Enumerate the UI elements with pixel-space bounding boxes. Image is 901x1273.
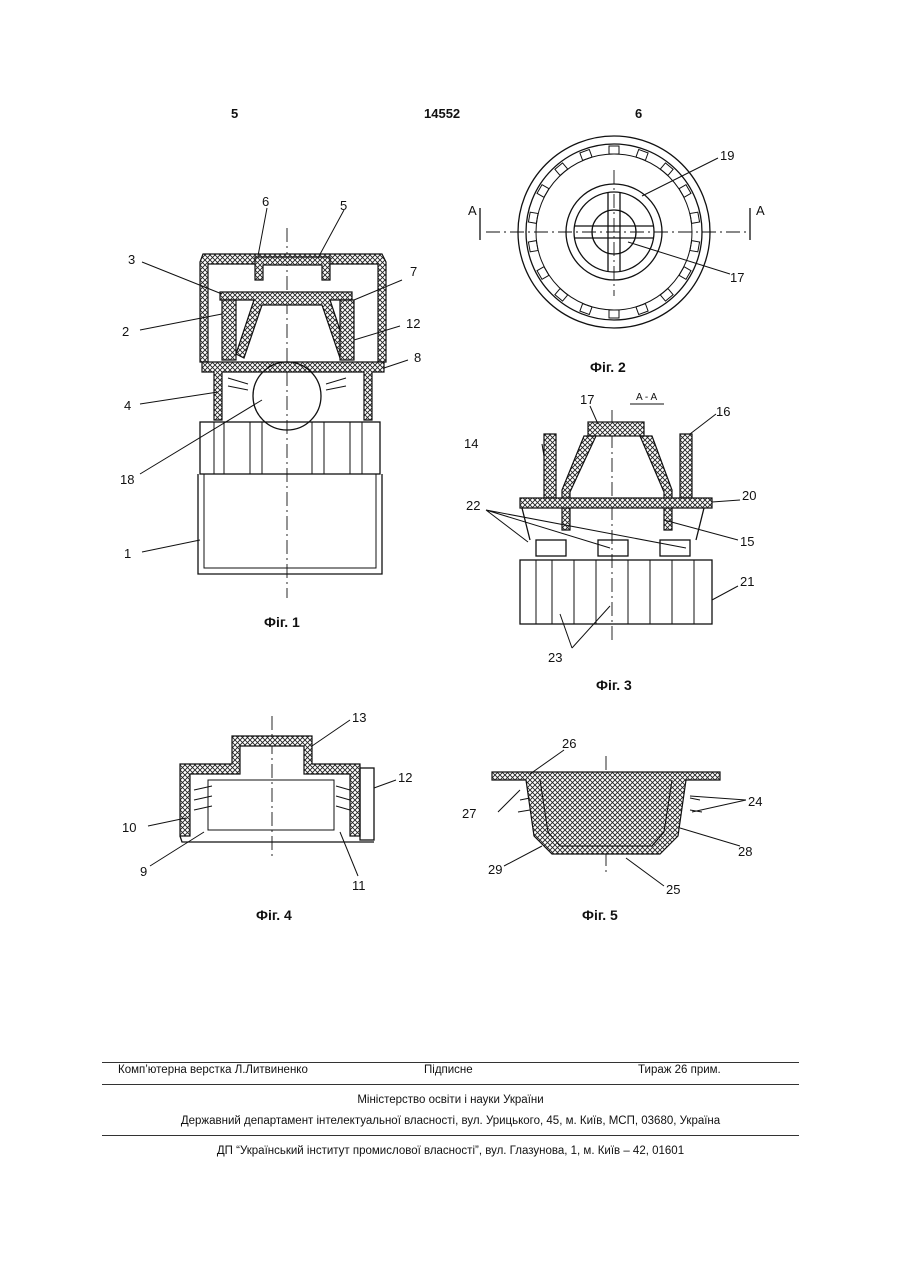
fig5-label-26: 26 — [562, 736, 576, 751]
patent-drawings: 6 5 3 7 2 12 8 4 18 1 Фіг. 1 A A 19 17 Ф… — [0, 0, 901, 1000]
fig3-label-15: 15 — [740, 534, 754, 549]
fig5-caption: Фіг. 5 — [582, 907, 618, 923]
fig2-label-17: 17 — [730, 270, 744, 285]
fig2-ring-tooth — [636, 149, 648, 160]
fig2-ring-tooth — [528, 241, 538, 252]
fig2-ring-tooth — [609, 310, 619, 318]
fig5-label-29: 29 — [488, 862, 502, 877]
fig5-label-24: 24 — [748, 794, 762, 809]
footer-signed: Підписне — [424, 1064, 473, 1076]
fig4-caption: Фіг. 4 — [256, 907, 292, 923]
fig3-label-14: 14 — [464, 436, 478, 451]
fig5-label-28: 28 — [738, 844, 752, 859]
fig2-ring-tooth — [636, 304, 648, 315]
fig1-label-5: 5 — [340, 198, 347, 213]
fig2-ring-tooth — [690, 241, 700, 252]
footer-rule-bottom — [102, 1135, 799, 1136]
fig1-label-7: 7 — [410, 264, 417, 279]
fig2-ring-tooth — [609, 146, 619, 154]
fig2-ring-tooth — [580, 304, 592, 315]
fig1-label-1: 1 — [124, 546, 131, 561]
fig2-ring-tooth — [690, 212, 700, 223]
fig4-label-9: 9 — [140, 864, 147, 879]
fig3-label-21: 21 — [740, 574, 754, 589]
fig2-section-mark-right: A — [756, 203, 765, 218]
fig3-section-label: A - A — [636, 392, 657, 403]
fig5-label-25: 25 — [666, 882, 680, 897]
fig3-label-17: 17 — [580, 392, 594, 407]
fig4-label-12: 12 — [398, 770, 412, 785]
footer-rule-top — [102, 1062, 799, 1063]
footer-department: Державний департамент інтелектуальної вл… — [0, 1115, 901, 1127]
fig3-label-22: 22 — [466, 498, 480, 513]
fig4-label-13: 13 — [352, 710, 366, 725]
figure-5: 26 24 27 28 29 25 Фіг. 5 — [462, 736, 762, 923]
figure-4: 13 12 10 9 11 Фіг. 4 — [122, 710, 412, 923]
footer-layout-by: Комп’ютерна верстка Л.Литвиненко — [118, 1064, 308, 1076]
figure-1: 6 5 3 7 2 12 8 4 18 1 Фіг. 1 — [120, 194, 421, 630]
fig1-label-8: 8 — [414, 350, 421, 365]
fig1-label-18: 18 — [120, 472, 134, 487]
fig2-ring-tooth — [528, 212, 538, 223]
footer-institute: ДП “Український інститут промислової вла… — [0, 1145, 901, 1157]
fig2-label-19: 19 — [720, 148, 734, 163]
fig4-label-10: 10 — [122, 820, 136, 835]
fig4-label-11: 11 — [352, 878, 366, 893]
fig1-label-4: 4 — [124, 398, 131, 413]
fig2-caption: Фіг. 2 — [590, 359, 626, 375]
footer-circulation: Тираж 26 прим. — [638, 1064, 721, 1076]
fig1-label-12: 12 — [406, 316, 420, 331]
footer-rule-middle — [102, 1084, 799, 1085]
figure-3: A - A 17 16 14 20 22 15 21 23 Фіг. 3 — [464, 392, 756, 693]
fig3-caption: Фіг. 3 — [596, 677, 632, 693]
fig2-ring-tooth — [580, 149, 592, 160]
fig1-label-6: 6 — [262, 194, 269, 209]
fig1-label-2: 2 — [122, 324, 129, 339]
footer-ministry: Міністерство освіти і науки України — [0, 1094, 901, 1106]
fig5-label-27: 27 — [462, 806, 476, 821]
fig2-section-mark-left: A — [468, 203, 477, 218]
fig3-label-20: 20 — [742, 488, 756, 503]
fig1-label-3: 3 — [128, 252, 135, 267]
fig3-label-16: 16 — [716, 404, 730, 419]
figure-2: A A 19 17 Фіг. 2 — [468, 136, 765, 375]
fig3-label-23: 23 — [548, 650, 562, 665]
fig1-caption: Фіг. 1 — [264, 614, 300, 630]
